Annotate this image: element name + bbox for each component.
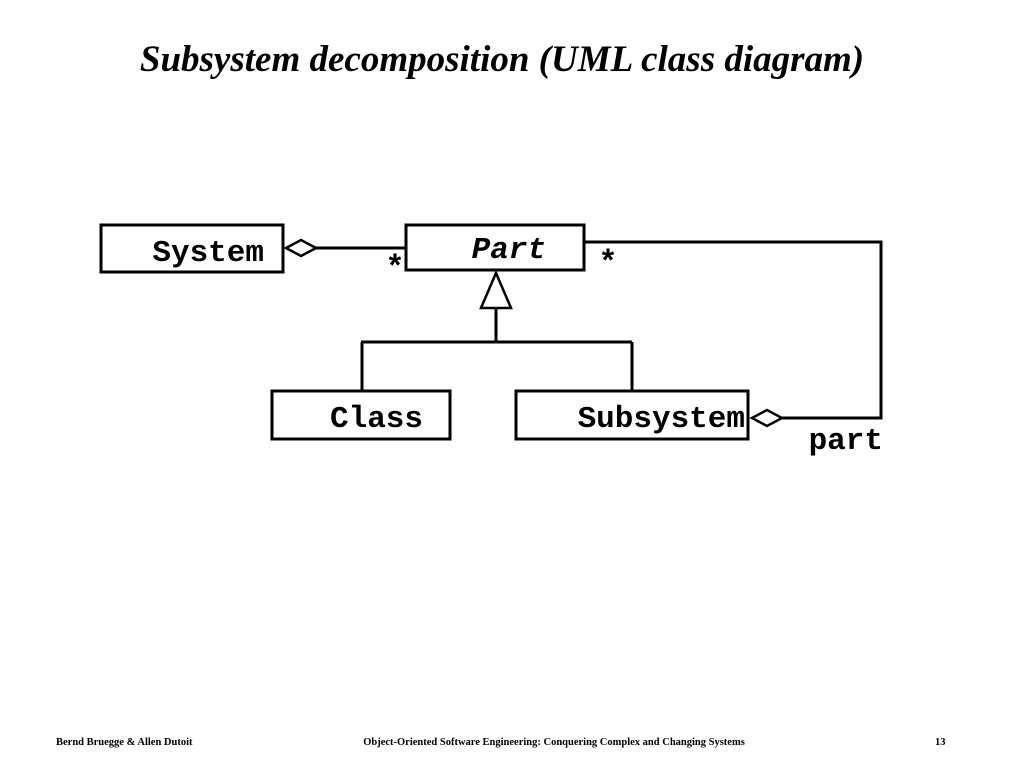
footer-authors: Bernd Bruegge & Allen Dutoit	[56, 737, 193, 748]
aggregation-subsystem-part	[584, 240, 883, 428]
class-label-class: Class	[330, 402, 423, 437]
footer-page-number: 13	[935, 737, 946, 748]
class-box-part: Part	[404, 223, 586, 272]
slide-title: Subsystem decomposition (UML class diagr…	[139, 39, 865, 80]
multiplicity-system-part: *	[385, 250, 404, 287]
footer-book-title: Object-Oriented Software Engineering: Co…	[363, 737, 745, 748]
class-box-system: System	[99, 223, 285, 274]
class-label-subsystem: Subsystem	[578, 402, 745, 437]
aggregation-system-part	[283, 238, 406, 258]
class-label-system: System	[152, 236, 264, 271]
role-label-part: part	[809, 424, 883, 459]
class-box-subsystem: Subsystem	[514, 389, 750, 441]
class-label-part: Part	[472, 233, 546, 268]
class-box-class: Class	[270, 389, 452, 441]
multiplicity-part-subsystem: *	[598, 245, 617, 282]
generalization-tree	[360, 269, 634, 391]
